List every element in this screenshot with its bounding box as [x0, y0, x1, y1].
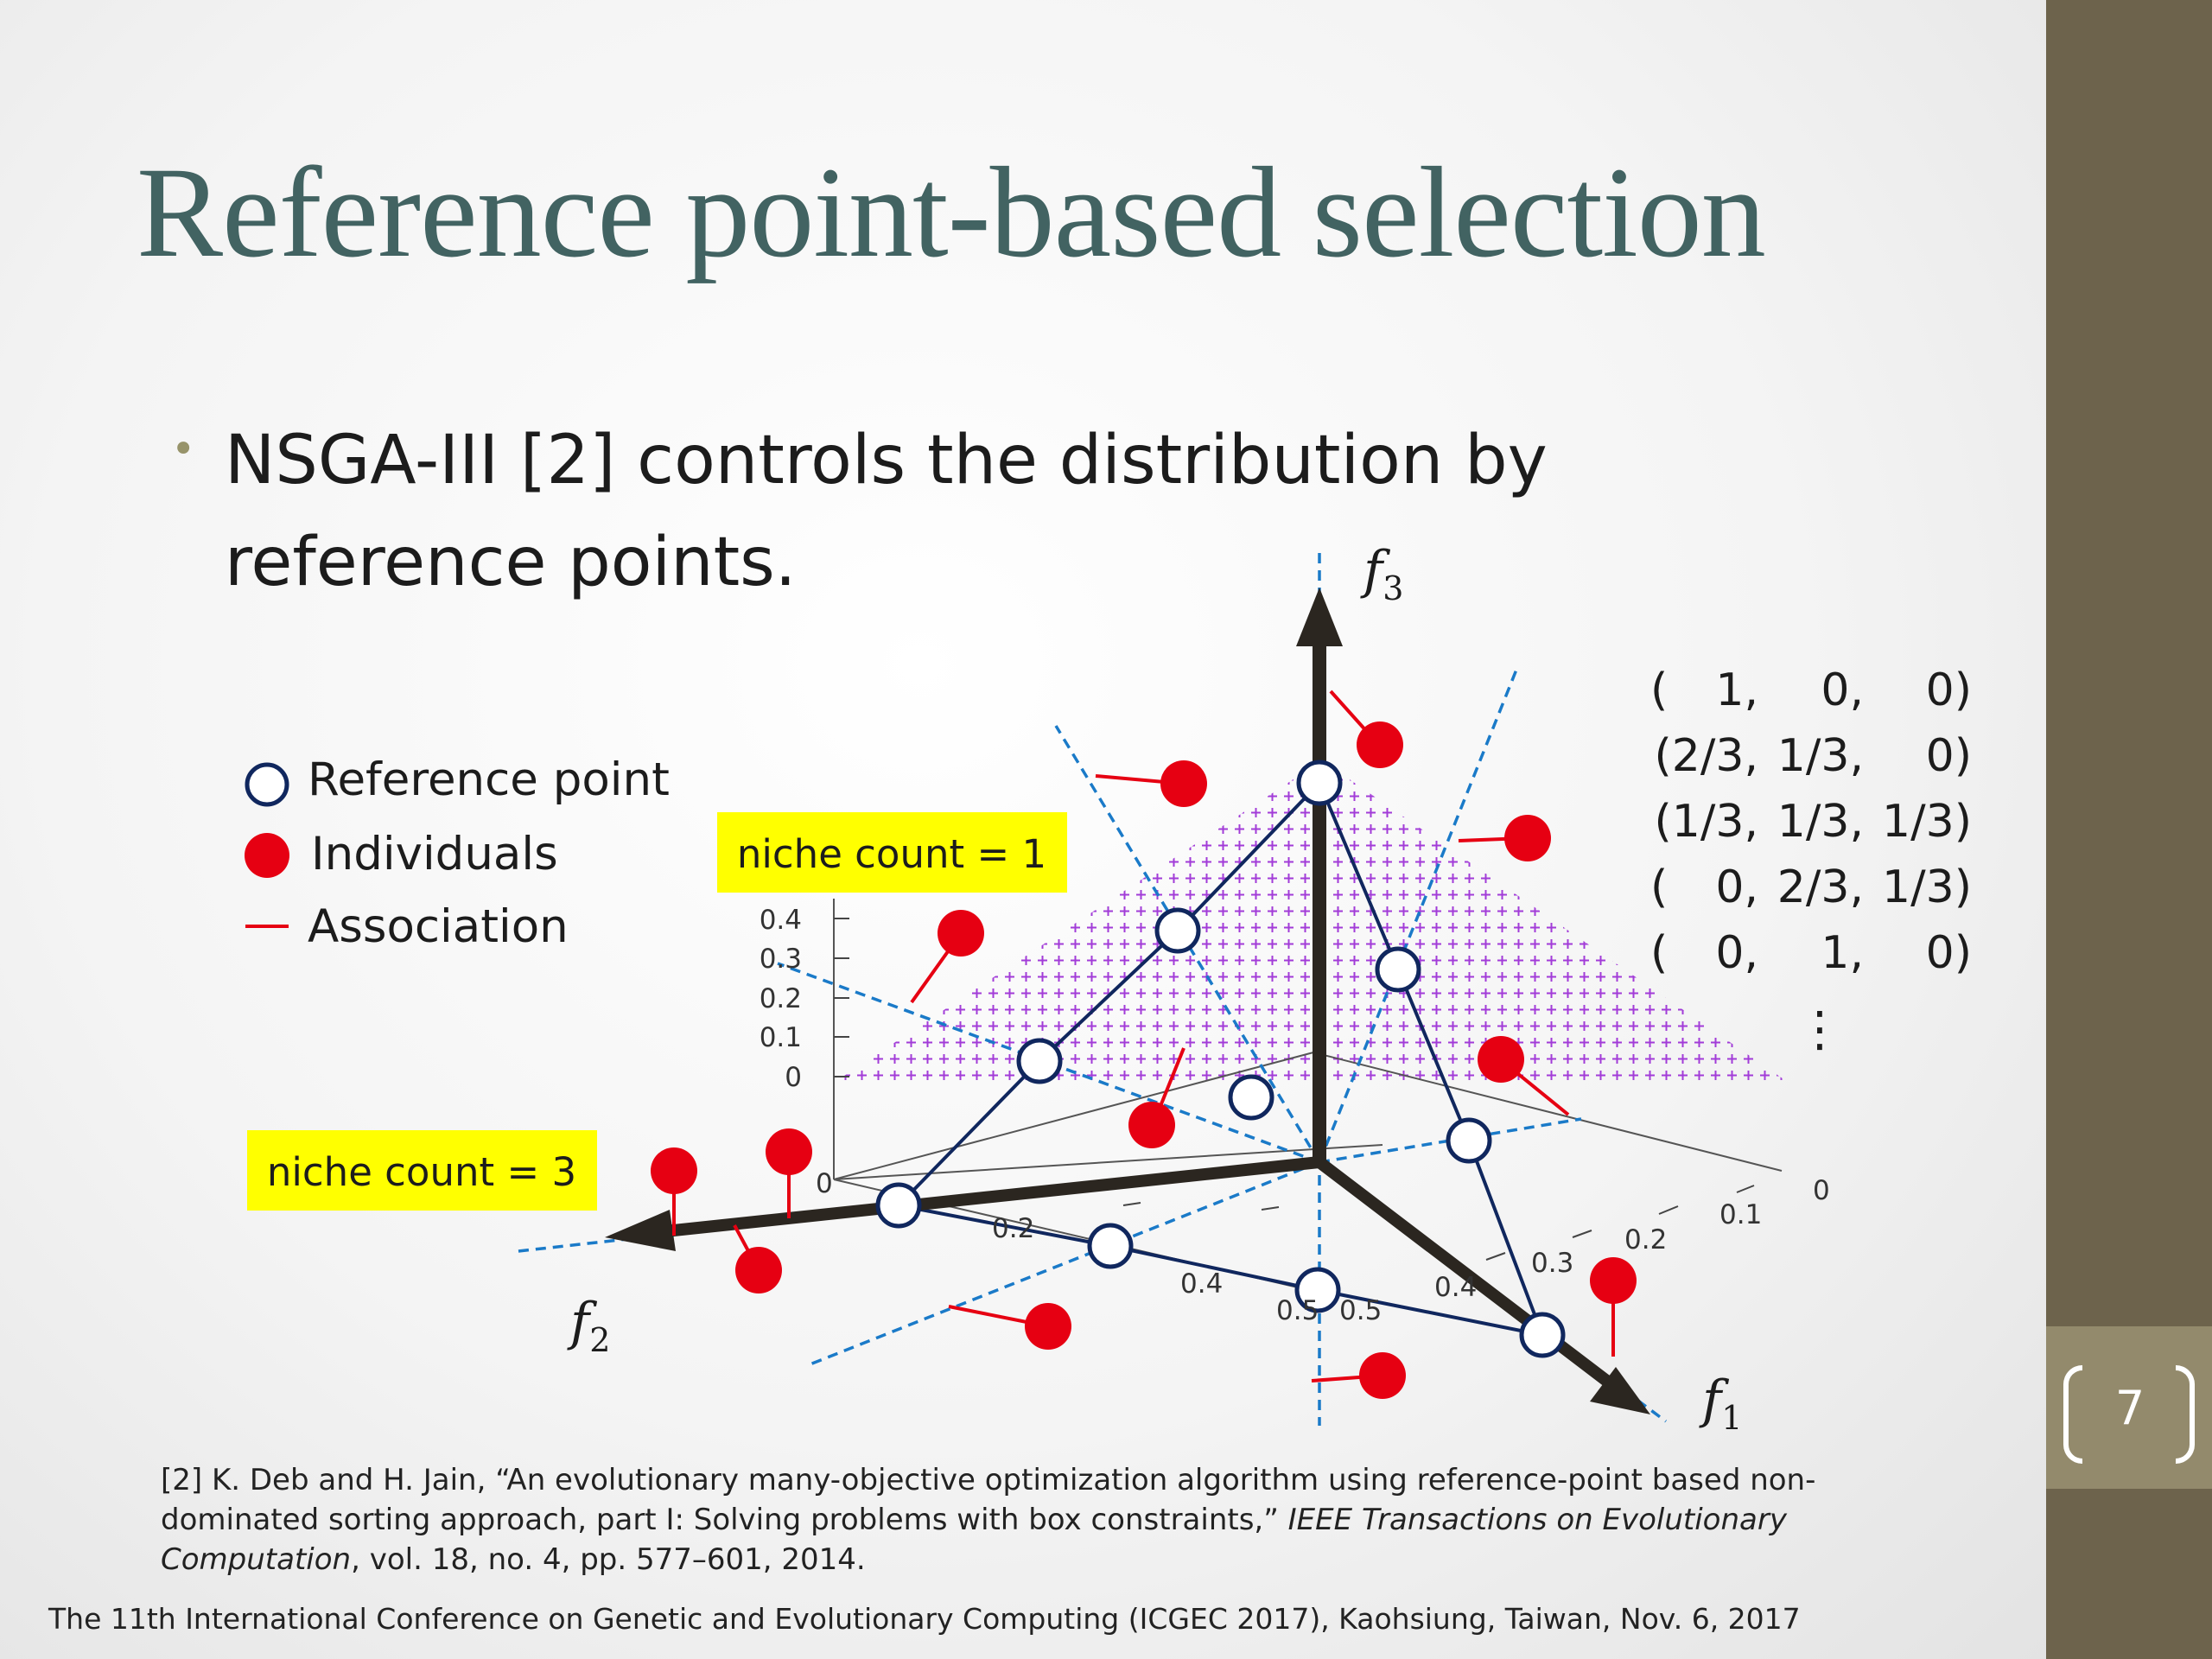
f2-arrowhead: [605, 1210, 676, 1251]
svg-text:0,: 0,: [1821, 664, 1864, 716]
individual-point: [1504, 815, 1551, 861]
svg-text:2/3,: 2/3,: [1777, 861, 1864, 913]
individual-point: [1357, 721, 1403, 768]
bullet-text: NSGA-III [2] controls the distribution b…: [225, 422, 1548, 601]
reference-point: [875, 1182, 922, 1229]
individual-point: [1359, 1352, 1406, 1399]
svg-text:1/3): 1/3): [1882, 861, 1972, 913]
reference-point: [1446, 1117, 1492, 1164]
tick-label: 0.1: [1719, 1199, 1762, 1230]
niche-count-box: [717, 812, 1067, 893]
tick-label: 0.2: [1624, 1224, 1667, 1255]
tick-label: 0.1: [760, 1022, 802, 1053]
f2-label: f2: [567, 1292, 610, 1359]
coordinate-row: ( 0, 1, 0): [1650, 927, 1972, 979]
svg-text:(: (: [1650, 927, 1668, 979]
f1-label: f1: [1699, 1370, 1742, 1437]
vertical-tick-labels: 0.4 0.3 0.2 0.1 0: [760, 905, 802, 1093]
coordinate-row: (1/3, 1/3, 1/3): [1654, 796, 1972, 848]
niche-count-box: [247, 1130, 597, 1211]
reference-point: [1154, 907, 1201, 954]
coordinate-ellipsis: ⋮: [1796, 1001, 1844, 1058]
individual-point: [1478, 1036, 1524, 1083]
svg-text:(2/3,: (2/3,: [1654, 730, 1758, 782]
svg-text:0,: 0,: [1715, 927, 1758, 979]
legend-reference-marker: [245, 762, 289, 807]
legend-individual-marker: [245, 833, 289, 878]
reference-points: [875, 760, 1566, 1358]
tick-label: 0.2: [992, 1213, 1034, 1244]
citation-text: [2] K. Deb and H. Jain, “An evolutionary…: [161, 1463, 1816, 1537]
reference-point: [1519, 1312, 1566, 1358]
reference-point: [1375, 946, 1421, 993]
tick-label: 0.2: [760, 983, 802, 1014]
reference-plane-grid: [834, 760, 1789, 1083]
svg-text:1,: 1,: [1715, 664, 1758, 716]
citation-journal: IEEE Transactions on Evolutionary Comput…: [161, 1503, 1787, 1577]
individual-point: [1128, 1102, 1175, 1148]
svg-text:(: (: [1650, 861, 1668, 913]
tick-label: 0: [785, 1062, 802, 1093]
svg-text:(1/3,: (1/3,: [1654, 796, 1758, 848]
reference-point-diagram: f3 f2 f1 0.4 0.3 0.2 0.1 0 0 0.1 0.2 0.3…: [245, 540, 1972, 1437]
tick-label: 0.4: [760, 905, 802, 936]
tick-label: 0: [1813, 1175, 1830, 1206]
f1-arrowhead: [1590, 1367, 1650, 1414]
individual-point: [1590, 1257, 1637, 1304]
f3-arrowhead: [1296, 588, 1343, 646]
tick-label: 0.4: [1180, 1268, 1223, 1300]
slide-title: Reference point-based selection: [137, 141, 1766, 284]
individual-point: [766, 1128, 812, 1175]
reference-point: [1087, 1223, 1134, 1269]
niche-count-label: niche count = 3: [267, 1149, 576, 1195]
coordinate-row: (2/3, 1/3, 0): [1654, 730, 1972, 782]
coordinate-row: ( 0, 2/3, 1/3): [1650, 861, 1972, 913]
tick-label: 0.5: [1339, 1295, 1382, 1326]
svg-text:1/3): 1/3): [1882, 796, 1972, 848]
reference-point: [1296, 760, 1343, 806]
objective-axes: [605, 588, 1650, 1414]
f2-tick-labels: 0 0.2 0.4 0.5: [816, 1168, 1319, 1326]
citation-details: , vol. 18, no. 4, pp. 577–601, 2014.: [351, 1542, 866, 1577]
citation: [2] K. Deb and H. Jain, “An evolutionary…: [161, 1460, 1889, 1580]
page-number: 7: [2114, 1381, 2145, 1435]
tick-label: 0: [816, 1168, 833, 1199]
reference-point: [1016, 1038, 1063, 1084]
individuals: [651, 721, 1637, 1399]
tick-label: 0.3: [760, 944, 802, 975]
tick-label: 0.4: [1434, 1272, 1477, 1303]
individual-point: [1160, 760, 1207, 807]
f1-tick-labels: 0 0.1 0.2 0.3 0.4 0.5: [1339, 1175, 1830, 1326]
svg-text:1,: 1,: [1821, 927, 1864, 979]
legend-individuals-label: Individuals: [311, 828, 558, 880]
tick-label: 0.5: [1276, 1295, 1319, 1326]
svg-text:0): 0): [1926, 927, 1972, 979]
individual-point: [651, 1147, 697, 1194]
f3-label: f3: [1360, 540, 1403, 607]
svg-text:1/3,: 1/3,: [1777, 796, 1864, 848]
footer: The 11th International Conference on Gen…: [48, 1602, 1801, 1636]
coordinate-row: ( 1, 0, 0): [1650, 664, 1972, 716]
svg-text:(: (: [1650, 664, 1668, 716]
reference-point: [1228, 1074, 1274, 1121]
niche-count-label: niche count = 1: [737, 831, 1046, 877]
page-number-left-bracket: [2063, 1365, 2082, 1464]
svg-text:1/3,: 1/3,: [1777, 730, 1864, 782]
svg-text:0): 0): [1926, 664, 1972, 716]
bullet-marker: •: [171, 425, 196, 474]
tick-label: 0.3: [1531, 1248, 1573, 1279]
individual-point: [735, 1247, 782, 1294]
legend-reference-label: Reference point: [308, 753, 670, 806]
individual-point: [1025, 1303, 1071, 1350]
svg-text:0): 0): [1926, 730, 1972, 782]
reference-point: [1294, 1267, 1341, 1313]
individual-point: [938, 910, 984, 957]
legend-association-label: Association: [308, 900, 569, 953]
page-number-right-bracket: [2176, 1365, 2195, 1464]
f2-axis: [664, 1156, 1320, 1237]
svg-text:0,: 0,: [1715, 861, 1758, 913]
reference-coordinate-list: ( 1, 0, 0) (2/3, 1/3, 0) (1/3, 1/3, 1/3)…: [1650, 664, 1972, 1058]
legend: Reference point Individuals Association: [245, 753, 670, 953]
